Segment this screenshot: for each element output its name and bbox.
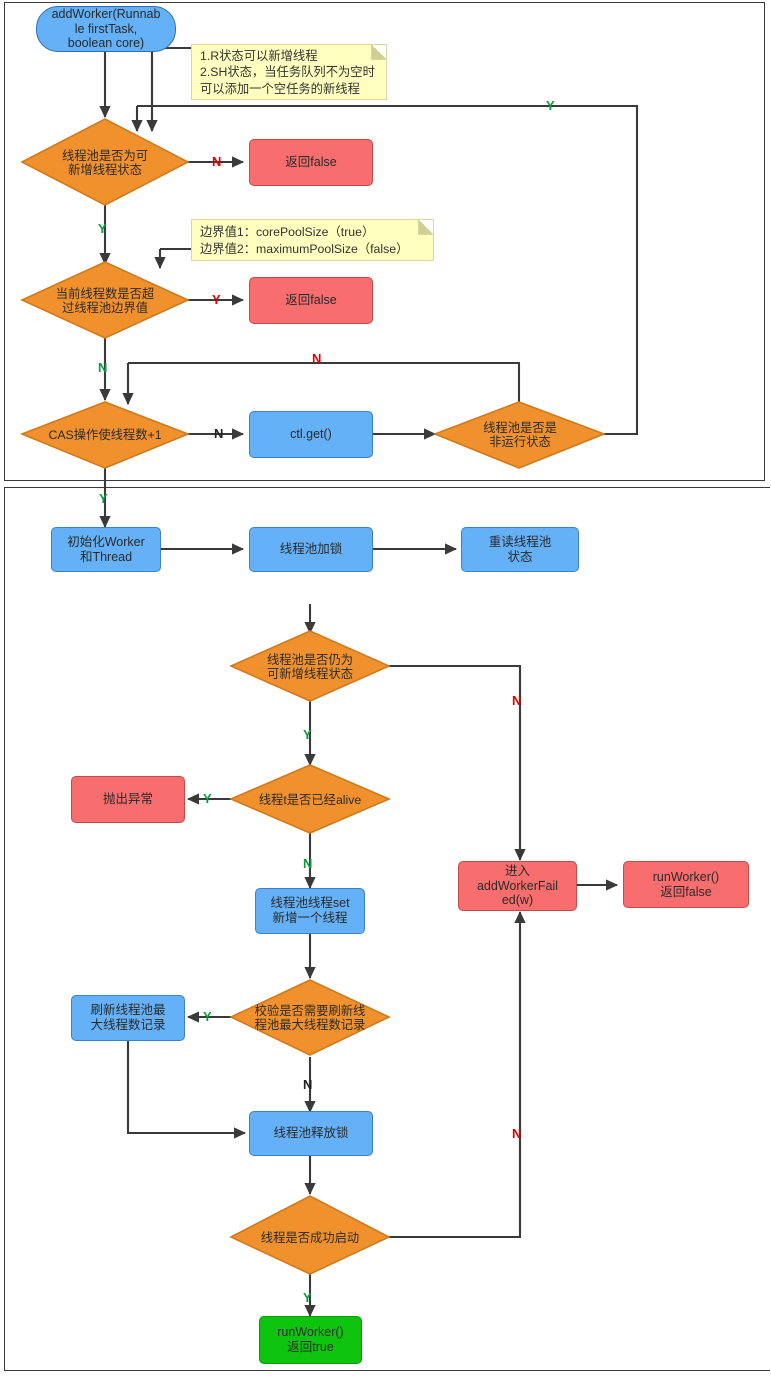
edge-label-thread-alive-no: N [303, 856, 313, 871]
node-pool-lock[interactable]: 线程池加锁 [249, 527, 373, 572]
decision-pool-can-add-thread-label: 线程池是否为可 新增线程状态 [61, 148, 149, 178]
node-return-false-2-label: 返回false [285, 293, 337, 308]
edge-label-still-can-add-no: N [512, 693, 522, 708]
decision-thread-started-label: 线程是否成功启动 [260, 1230, 360, 1245]
note-runnable-states: 1.R状态可以新增线程 2.SH状态，当任务队列不为空时 可以添加一个空任务的新… [191, 44, 387, 100]
node-refresh-max-thread-count[interactable]: 刷新线程池最 大线程数记录 [71, 995, 185, 1041]
decision-pool-not-running[interactable]: 线程池是否是 非运行状态 [446, 412, 594, 458]
edge-label-exceed-boundary-no: N [98, 360, 108, 375]
edge-label-thread-started-no: N [512, 1126, 522, 1141]
node-return-false-1[interactable]: 返回false [249, 139, 373, 186]
node-return-false-2[interactable]: 返回false [249, 277, 373, 324]
note-runnable-states-text: 1.R状态可以新增线程 2.SH状态，当任务队列不为空时 可以添加一个空任务的新… [200, 49, 375, 96]
decision-still-can-add-thread[interactable]: 线程池是否仍为 可新增线程状态 [240, 644, 380, 690]
edge-label-cas-yes: Y [99, 491, 108, 506]
edge-label-pool-not-running-yes: Y [546, 98, 555, 113]
edge-label-pool-can-add-yes: Y [98, 221, 107, 236]
note-boundary-values: 边界值1：corePoolSize（true） 边界值2：maximumPool… [191, 219, 434, 261]
decision-pool-not-running-label: 线程池是否是 非运行状态 [483, 420, 557, 450]
decision-exceed-boundary-label: 当前线程数是否超 过线程池边界值 [55, 286, 155, 316]
decision-cas-increment-label: CAS操作使线程数+1 [48, 427, 162, 442]
panel-upper [4, 2, 765, 481]
node-throw-exception-label: 抛出异常 [102, 792, 153, 807]
decision-need-refresh-max-count-label: 校验是否需要刷新线 程池最大线程数记录 [254, 1003, 366, 1033]
node-add-thread-to-set-label: 线程池线程set 新增一个线程 [270, 896, 350, 925]
node-reread-pool-state[interactable]: 重读线程池 状态 [461, 527, 579, 572]
decision-cas-increment[interactable]: CAS操作使线程数+1 [24, 422, 186, 448]
node-init-worker-thread-label: 初始化Worker 和Thread [67, 534, 145, 564]
node-run-worker-return-false[interactable]: runWorker() 返回false [623, 861, 749, 908]
node-start[interactable]: addWorker(Runnab le firstTask, boolean c… [36, 6, 176, 52]
node-pool-unlock-label: 线程池释放锁 [273, 1126, 349, 1141]
decision-thread-already-alive-label: 线程t是否已经alive [258, 792, 362, 807]
decision-still-can-add-thread-label: 线程池是否仍为 可新增线程状态 [266, 652, 354, 682]
node-start-label: addWorker(Runnab le firstTask, boolean c… [51, 6, 161, 51]
node-run-worker-return-false-label: runWorker() 返回false [652, 869, 720, 899]
node-ctl-get-label: ctl.get() [290, 427, 332, 442]
node-add-worker-failed[interactable]: 进入 addWorkerFail ed(w) [458, 861, 577, 911]
edge-label-thread-started-yes: Y [303, 1290, 312, 1305]
edge-label-need-refresh-no: N [303, 1077, 313, 1092]
edge-label-need-refresh-yes: Y [203, 1009, 212, 1024]
node-return-false-1-label: 返回false [285, 155, 337, 170]
node-add-thread-to-set[interactable]: 线程池线程set 新增一个线程 [255, 888, 365, 934]
decision-thread-started[interactable]: 线程是否成功启动 [234, 1226, 386, 1250]
node-run-worker-return-true-label: runWorker() 返回true [277, 1325, 344, 1354]
node-refresh-max-thread-count-label: 刷新线程池最 大线程数记录 [90, 1003, 166, 1032]
decision-need-refresh-max-count[interactable]: 校验是否需要刷新线 程池最大线程数记录 [232, 996, 388, 1040]
node-run-worker-return-true[interactable]: runWorker() 返回true [259, 1316, 362, 1364]
node-throw-exception[interactable]: 抛出异常 [71, 776, 185, 823]
node-init-worker-thread[interactable]: 初始化Worker 和Thread [51, 527, 161, 572]
node-reread-pool-state-label: 重读线程池 状态 [488, 534, 552, 564]
decision-thread-already-alive[interactable]: 线程t是否已经alive [234, 788, 386, 812]
node-pool-unlock[interactable]: 线程池释放锁 [249, 1111, 373, 1156]
decision-pool-can-add-thread[interactable]: 线程池是否为可 新增线程状态 [30, 140, 180, 186]
edge-label-thread-alive-yes: Y [203, 791, 212, 806]
edge-label-pool-not-running-no: N [312, 351, 322, 366]
node-pool-lock-label: 线程池加锁 [279, 542, 343, 557]
note-boundary-values-text: 边界值1：corePoolSize（true） 边界值2：maximumPool… [200, 225, 409, 256]
node-ctl-get[interactable]: ctl.get() [249, 411, 373, 458]
edge-label-cas-no: N [214, 426, 224, 441]
node-add-worker-failed-label: 进入 addWorkerFail ed(w) [476, 863, 559, 908]
decision-exceed-boundary[interactable]: 当前线程数是否超 过线程池边界值 [30, 278, 180, 324]
edge-label-exceed-boundary-yes: Y [212, 292, 221, 307]
panel-lower [4, 487, 770, 1371]
edge-label-still-can-add-yes: Y [303, 727, 312, 742]
edge-label-pool-can-add-no: N [212, 154, 222, 169]
